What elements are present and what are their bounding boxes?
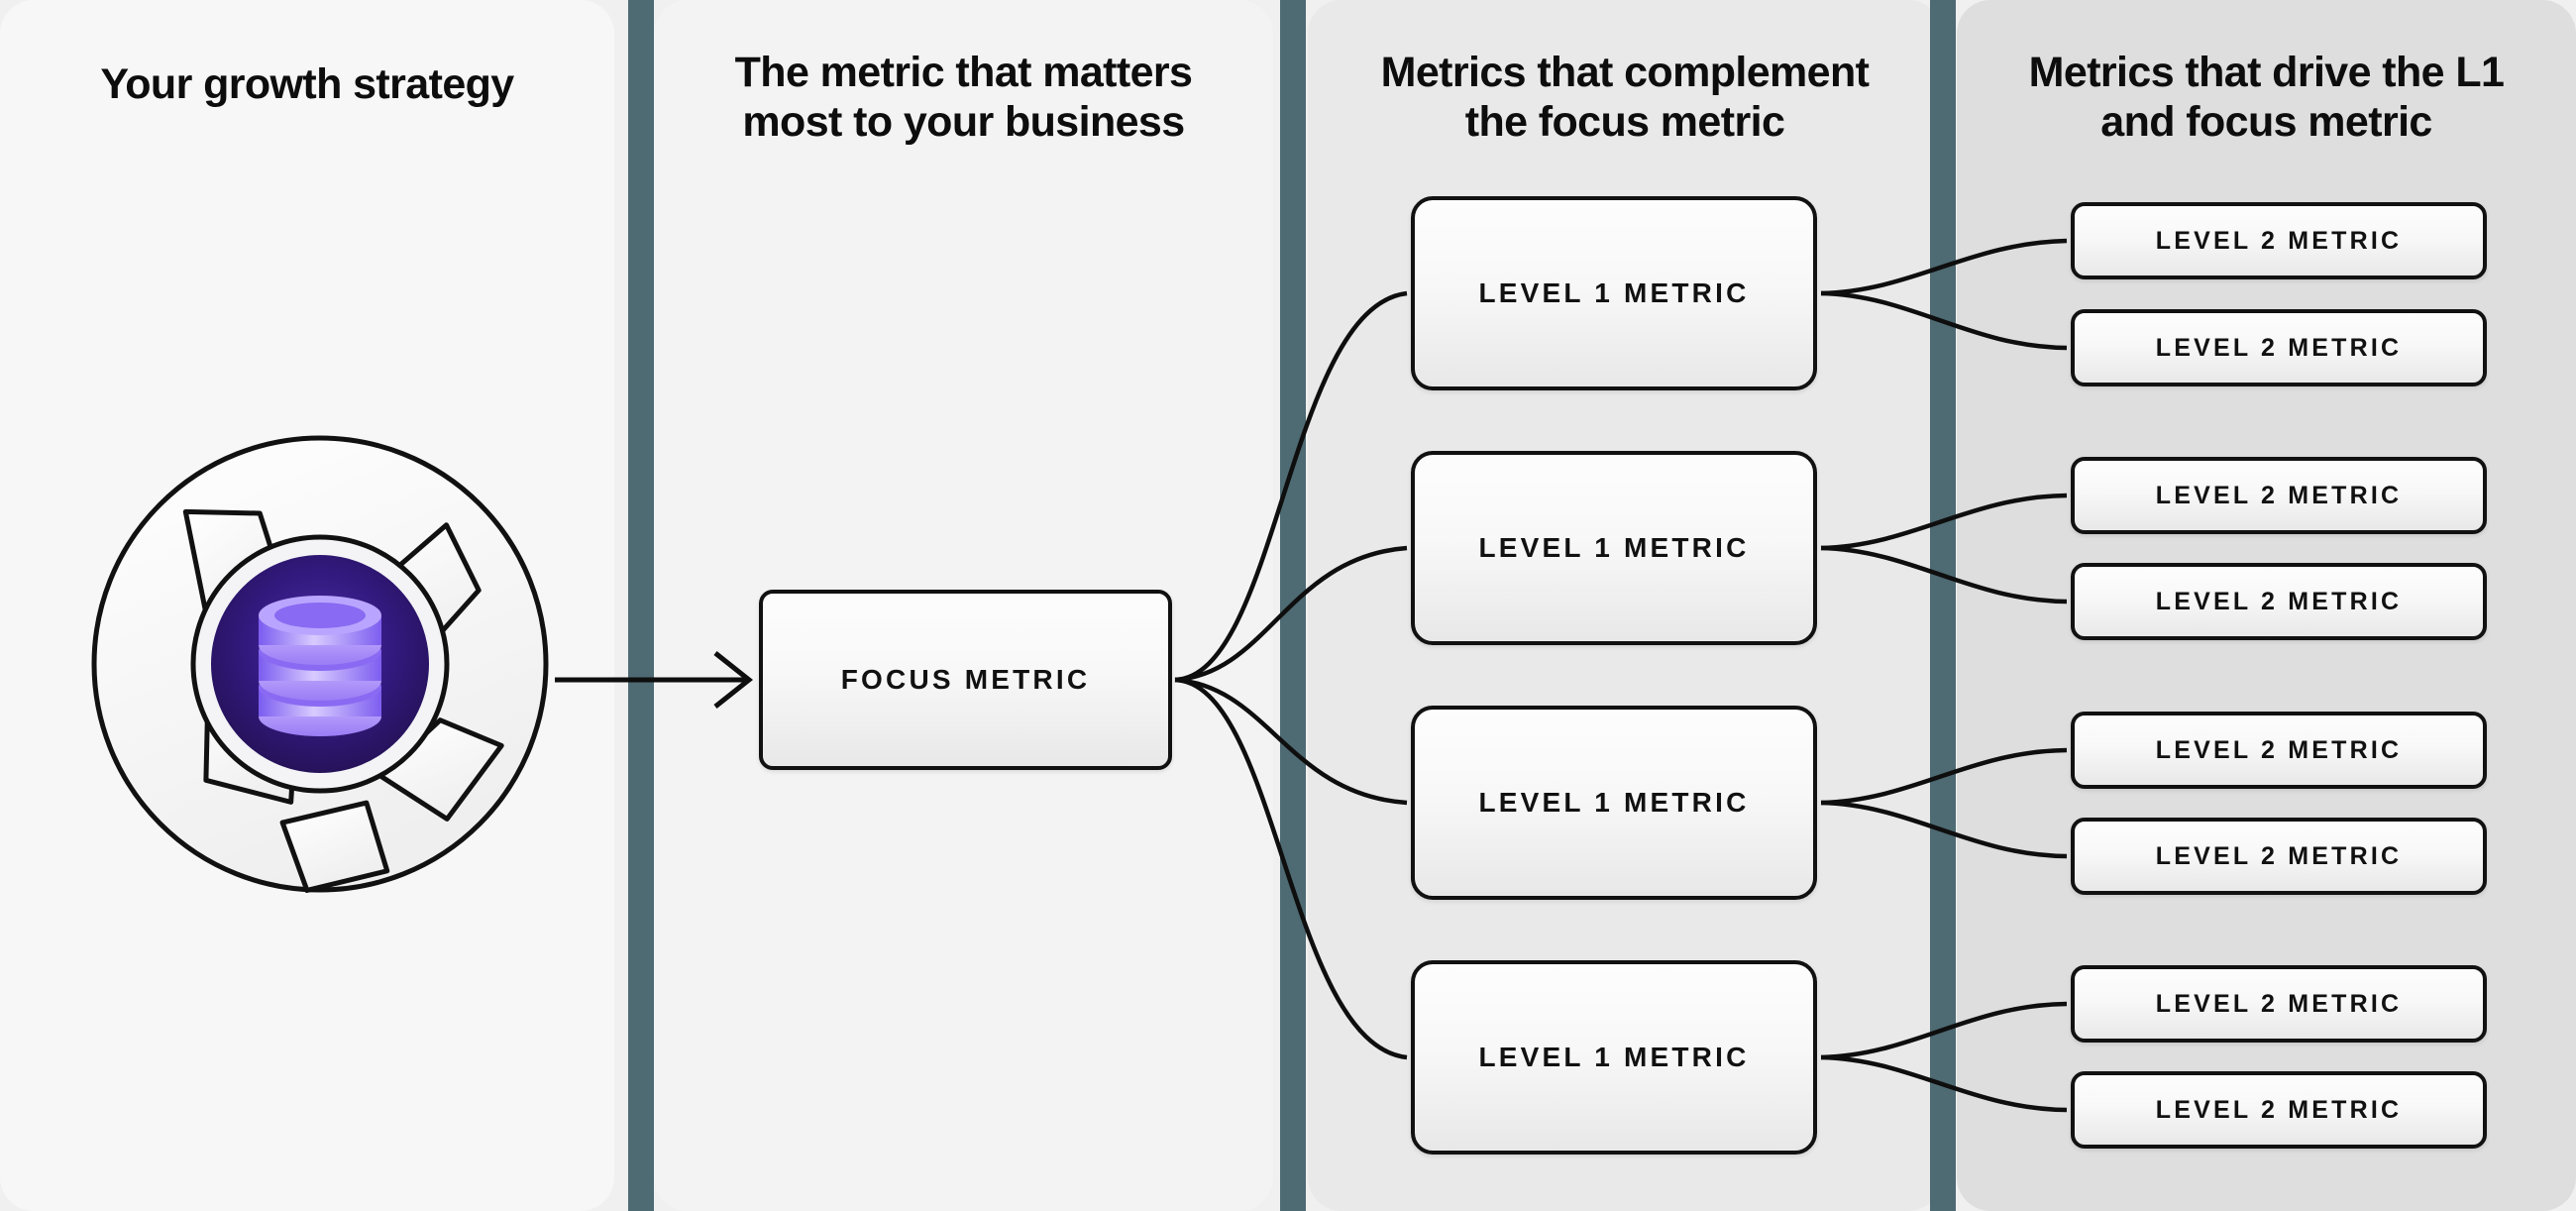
column-title-complement-metrics: Metrics that complement the focus metric xyxy=(1380,49,1870,147)
level2-metric-node[interactable]: LEVEL 2 METRIC xyxy=(2071,202,2487,279)
column-title-driver-metrics: Metrics that drive the L1 and focus metr… xyxy=(2028,49,2505,147)
column-divider-2 xyxy=(1280,0,1306,1211)
level1-metric-node[interactable]: LEVEL 1 METRIC xyxy=(1411,196,1817,390)
level2-metric-node[interactable]: LEVEL 2 METRIC xyxy=(2071,563,2487,640)
level2-metric-node[interactable]: LEVEL 2 METRIC xyxy=(2071,818,2487,895)
focus-metric-node[interactable]: FOCUS METRIC xyxy=(759,590,1172,770)
level1-metric-node[interactable]: LEVEL 1 METRIC xyxy=(1411,960,1817,1155)
level1-metric-node[interactable]: LEVEL 1 METRIC xyxy=(1411,706,1817,900)
column-divider-1 xyxy=(628,0,654,1211)
growth-strategy-aperture-icon xyxy=(91,435,549,893)
level2-metric-node[interactable]: LEVEL 2 METRIC xyxy=(2071,712,2487,789)
level2-metric-node[interactable]: LEVEL 2 METRIC xyxy=(2071,457,2487,534)
database-icon xyxy=(259,596,381,736)
column-title-focus-metric: The metric that matters most to your bus… xyxy=(734,49,1193,147)
level2-metric-node[interactable]: LEVEL 2 METRIC xyxy=(2071,965,2487,1043)
column-title-growth-strategy: Your growth strategy xyxy=(100,60,514,108)
column-divider-3 xyxy=(1930,0,1956,1211)
level2-metric-node[interactable]: LEVEL 2 METRIC xyxy=(2071,309,2487,386)
level1-metric-node[interactable]: LEVEL 1 METRIC xyxy=(1411,451,1817,645)
level2-metric-node[interactable]: LEVEL 2 METRIC xyxy=(2071,1071,2487,1149)
